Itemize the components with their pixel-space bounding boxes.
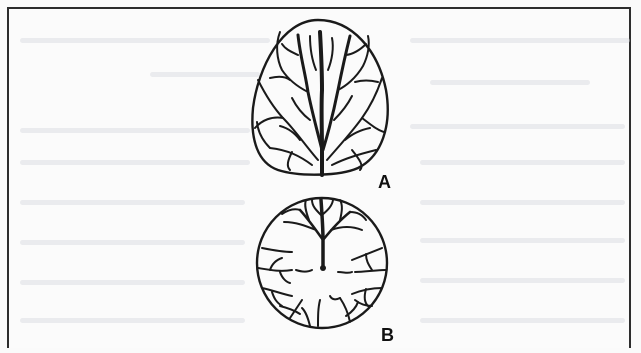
lobule-a [252, 20, 387, 175]
lobule-b [257, 198, 387, 328]
figure-label-a: A [378, 173, 391, 191]
vessel-tree-a [255, 32, 384, 175]
figure-label-b: B [381, 326, 394, 344]
vessel-tree-b [258, 200, 386, 326]
